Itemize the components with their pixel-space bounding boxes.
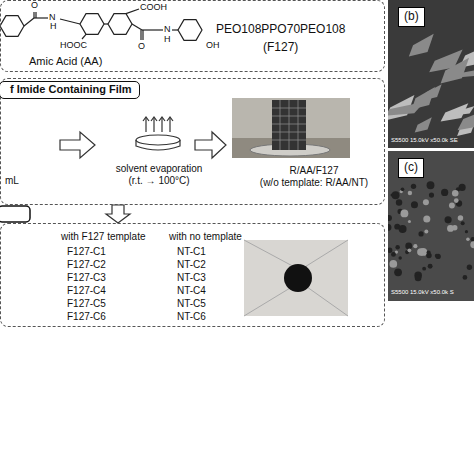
atom-label: N xyxy=(49,12,56,22)
node-text: NT-C3 xyxy=(177,272,206,284)
panel: Amic Acid (AA) PEO108PPO70PEO108 (F127) xyxy=(0,0,385,72)
atom-label: COOH xyxy=(140,2,167,12)
node-text: F127-C5 xyxy=(67,298,106,310)
node-text: NT-C2 xyxy=(177,259,206,271)
node-text: with no template xyxy=(169,231,242,243)
node-text: solvent evaporation xyxy=(111,163,207,175)
node-text: NT-C1 xyxy=(177,246,206,258)
node-text: F127-C1 xyxy=(67,246,106,258)
node-text: Amic Acid (AA) xyxy=(29,55,102,68)
node-text: F127-C4 xyxy=(67,285,106,297)
node-text: (w/o template: R/AA/NT) xyxy=(251,177,377,189)
node-text: (r.t. → 100°C) xyxy=(111,175,207,187)
node-text: F127-C6 xyxy=(67,311,106,323)
sem-info: S5500 15.0kV x50.0k S xyxy=(391,289,454,296)
atom-label: H xyxy=(164,34,171,44)
node-text: F127-C2 xyxy=(67,259,106,271)
flow-arrow xyxy=(106,205,130,223)
node-text: with F127 template xyxy=(61,231,146,243)
panel: solvent evaporation(r.t. → 100°C) R/AA/F1… xyxy=(0,78,385,205)
atom-label: H xyxy=(50,21,57,31)
section-tab: f Imide Containing Film xyxy=(0,81,140,99)
atom-label: N xyxy=(164,24,171,34)
atom-label: O xyxy=(138,41,145,51)
atom-label: HOOC xyxy=(60,40,87,50)
sem-image: (c) S5500 15.0kV x50.0k S xyxy=(388,151,474,301)
sem-image: (b) S5500 15.0kV x50.0k SE xyxy=(388,0,474,148)
node-text: NT-C4 xyxy=(177,285,206,297)
panel: with F127 template with no templateF127-C… xyxy=(0,223,385,327)
node-text: PEO108PPO70PEO108 xyxy=(216,23,345,37)
panel-letter: (b) xyxy=(398,7,425,27)
node-text: (F127) xyxy=(263,41,298,55)
atom-label: O xyxy=(31,0,38,10)
node-text: R/AA/F127 xyxy=(251,165,377,177)
node-text: NT-C5 xyxy=(177,298,206,310)
node-text: F127-C3 xyxy=(67,272,106,284)
atom-label: OH xyxy=(206,40,220,50)
panel-letter: (c) xyxy=(398,158,424,178)
sem-info: S5500 15.0kV x50.0k SE xyxy=(391,137,458,144)
node-text: f Imide Containing Film xyxy=(10,83,132,96)
node-text: mL xyxy=(5,175,19,187)
node-text: NT-C6 xyxy=(177,311,206,323)
